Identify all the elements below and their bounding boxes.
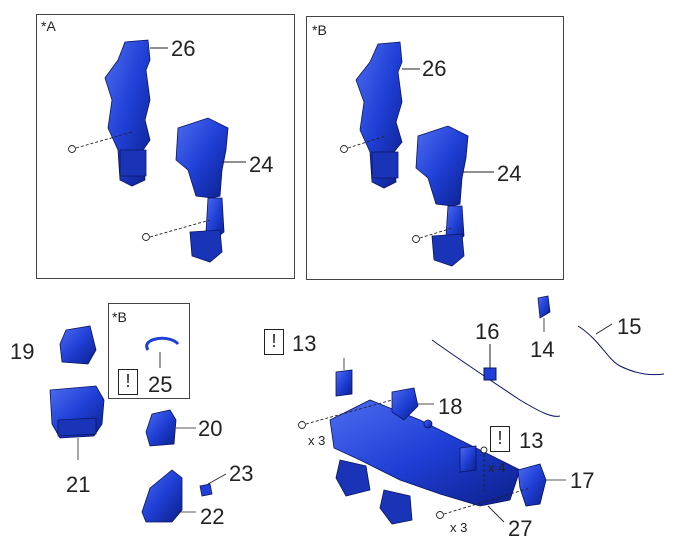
qty-x4: x 4 [488,460,506,475]
qty-x3-left: x 3 [308,433,326,448]
part-16-cable [431,339,561,417]
inset-b-fasteners [340,68,494,243]
label-13-lower: 13 [519,428,544,453]
label-24-a: 24 [249,152,274,177]
caution-mark-25: ! [118,369,138,395]
label-21: 21 [66,472,91,497]
part-22 [141,469,196,523]
part-20 [145,409,196,447]
part-21 [49,385,105,460]
inset-b-box [306,16,564,280]
label-15: 15 [617,314,642,339]
label-25: 25 [148,372,173,397]
label-27: 27 [508,516,533,541]
inset-a-tag: *A [41,18,56,34]
part-25 [145,336,180,368]
part-18 [391,387,434,429]
label-14: 14 [530,337,555,362]
label-17: 17 [570,468,595,493]
qty-x3-bottom: x 3 [450,520,468,535]
label-20: 20 [198,416,223,441]
part-26-duct-a [104,39,151,187]
part-26-duct-b [355,41,403,189]
inset-a-fasteners [68,47,246,241]
inset-b2-tag: *B [112,309,127,325]
label-26-a: 26 [171,36,196,61]
label-19: 19 [10,339,35,364]
label-16: 16 [475,319,500,344]
part-13-lower [459,445,477,473]
label-13-upper: 13 [292,331,317,356]
label-18: 18 [438,394,463,419]
part-17 [517,463,566,507]
part-19 [59,325,97,365]
inset-b-tag: *B [312,22,327,38]
part-13-upper [335,358,353,397]
label-24-b: 24 [497,161,522,186]
label-26-b: 26 [422,56,447,81]
cross-car-beam [329,399,521,525]
part-23 [199,473,227,497]
caution-mark-13-upper: ! [264,329,284,355]
main-assembly-fasteners [298,399,531,523]
caution-mark-13-lower: ! [490,426,510,452]
inset-b2-box [108,303,190,399]
part-24-duct-a [175,117,229,263]
part-24-duct-b [415,125,469,267]
label-22: 22 [200,504,225,529]
label-23: 23 [229,461,254,486]
part-15-cable [577,323,665,376]
part-14 [537,295,551,332]
inset-a-box [36,14,295,279]
